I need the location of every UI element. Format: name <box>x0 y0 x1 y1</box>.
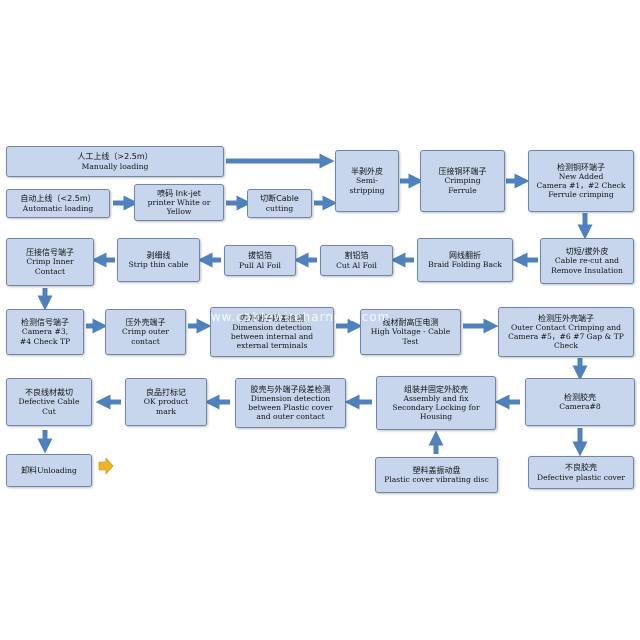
step-braid-folding: 网线翻折 Braid Folding Back <box>417 238 513 282</box>
step-label-zh: 压外壳端子 <box>125 318 166 328</box>
step-crimp-outer-contact: 压外壳端子 Crimp outer contact <box>105 309 186 355</box>
step-cable-cutting: 切断Cable cutting <box>247 189 312 218</box>
step-label-en: High Voltage - Cable Test <box>370 327 451 346</box>
step-check-plastic-shell: 检测胶壳 Camera#8 <box>525 378 635 426</box>
step-crimping-ferrule: 压接铜环端子 Crimping Ferrule <box>420 150 505 212</box>
step-label-zh: 自动上线（<2.5m） <box>20 194 96 204</box>
step-label-zh: 压接铜环端子 <box>438 167 487 177</box>
step-label-zh: 检测铜环端子 <box>557 162 605 172</box>
step-label-en: Crimping Ferrule <box>444 176 481 195</box>
step-label-en: Dimension detection between internal and… <box>230 322 314 351</box>
step-label-en: New Added Camera #1，#2 Check Ferrule cri… <box>536 171 626 200</box>
step-cut-al-foil: 割铝箔 Cut Al Foil <box>320 245 393 276</box>
step-label-en: Outer Contact Crimping and Camera #5，#6 … <box>508 322 624 351</box>
step-label-en: Strip thin cable <box>128 260 189 269</box>
watermark: www.cablewireharness.com <box>200 310 391 324</box>
step-recut-remove-insulation: 切短/拔外皮 Cable re-cut and Remove Insulatio… <box>540 238 634 284</box>
step-label-en: Cable re-cut and Remove Insulation <box>551 256 623 275</box>
step-label-zh: 人工上线（>2.5m） <box>77 152 153 162</box>
step-plastic-cover-vibrating-disc: 塑料盖振动盘 Plastic cover vibrating disc <box>375 457 498 493</box>
step-defective-cable-cut: 不良线材裁切 Defective Cable Cut <box>6 378 92 426</box>
step-label-en: Camera#8 <box>559 402 601 411</box>
step-label-zh: 拔铝箔 <box>248 251 272 261</box>
step-label-en: Defective Cable Cut <box>18 397 80 416</box>
step-label-zh: 检测信号端子 <box>21 318 69 328</box>
step-strip-thin-cable: 剥细线 Strip thin cable <box>117 238 200 282</box>
step-inkjet-printer: 喷码 Ink-jet printer White or Yellow <box>134 184 224 221</box>
step-label-zh: 不良线材裁切 <box>25 388 73 398</box>
step-label-en: Braid Folding Back <box>428 260 502 269</box>
step-label-en: Manually loading <box>81 161 149 171</box>
arrow-unloading-out <box>98 457 114 475</box>
step-label-en: Plastic cover vibrating disc <box>384 475 489 484</box>
step-label-en: Pull Al Foil <box>239 260 281 270</box>
step-label-zh: 不良胶壳 <box>565 463 597 473</box>
step-automatic-loading: 自动上线（<2.5m） Automatic loading <box>6 189 110 218</box>
step-outer-contact-check: 检测压外壳端子 Outer Contact Crimping and Camer… <box>498 307 634 357</box>
step-label-zh: 检测胶壳 <box>564 392 596 402</box>
step-high-voltage-test: 线材耐高压电测 High Voltage - Cable Test <box>360 309 461 355</box>
step-label-zh: 剥细线 <box>146 250 171 260</box>
step-label-en: Crimp outer contact <box>122 327 169 346</box>
step-label-en: Dimension detection between Plastic cove… <box>248 393 333 422</box>
step-label-en: OK product mark <box>143 397 189 416</box>
step-label-zh: 胶壳与外端子段差检测 <box>250 384 331 394</box>
step-dimension-detection-terminals: 内外端子段差检测 Dimension detection between int… <box>210 307 334 357</box>
step-dimension-detection-cover: 胶壳与外端子段差检测 Dimension detection between P… <box>235 378 346 428</box>
step-label-zh: 喷码 Ink-jet <box>157 188 201 198</box>
step-unloading: 卸料 Unloading <box>6 454 92 487</box>
step-label-en: Semi- stripping <box>349 176 385 195</box>
step-crimp-inner-contact: 压接信号端子 Crimp Inner Contact <box>6 238 94 286</box>
step-label-en: Camera #3, #4 Check TP <box>19 327 71 346</box>
step-label-zh: 卸料 <box>21 465 38 475</box>
step-label-zh: 组装并固定外胶壳 <box>404 384 468 394</box>
step-label-zh: 线材耐高压电测 <box>382 318 439 328</box>
step-label-zh: 内外端子段差检测 <box>240 313 304 323</box>
step-label-zh: 切断Cable <box>260 194 299 204</box>
step-assembly-secondary-locking: 组装并固定外胶壳 Assembly and fix Secondary Lock… <box>376 376 496 430</box>
step-label-en: Crimp Inner Contact <box>26 257 74 276</box>
step-label-zh: 网线翻折 <box>449 250 481 260</box>
step-label-en: cutting <box>265 203 294 213</box>
step-label-zh: 良品打标记 <box>146 388 186 398</box>
step-label-en: printer White or Yellow <box>147 197 211 217</box>
step-label-zh: 切短/拔外皮 <box>565 247 609 257</box>
step-label-zh: 割铝箔 <box>344 251 369 261</box>
step-semi-stripping: 半剥外皮 Semi- stripping <box>335 150 399 212</box>
step-defective-plastic-cover: 不良胶壳 Defective plastic cover <box>528 456 634 489</box>
step-label-zh: 塑料盖振动盘 <box>412 465 461 475</box>
step-label-en: Cut Al Foil <box>336 260 377 270</box>
step-check-ferrule: 检测铜环端子 New Added Camera #1，#2 Check Ferr… <box>528 150 634 212</box>
step-label-en: Unloading <box>37 465 77 475</box>
step-label-en: Defective plastic cover <box>537 472 625 482</box>
step-label-zh: 半剥外皮 <box>351 167 383 177</box>
step-label-en: Assembly and fix Secondary Locking for H… <box>392 393 480 422</box>
step-label-zh: 检测压外壳端子 <box>538 313 594 323</box>
step-ok-product-mark: 良品打标记 OK product mark <box>125 378 207 426</box>
step-label-zh: 压接信号端子 <box>26 248 74 258</box>
step-check-tp: 检测信号端子 Camera #3, #4 Check TP <box>6 309 84 355</box>
step-label-en: Automatic loading <box>22 203 94 213</box>
step-manual-loading: 人工上线（>2.5m） Manually loading <box>6 146 224 177</box>
step-pull-al-foil: 拔铝箔 Pull Al Foil <box>224 245 296 276</box>
